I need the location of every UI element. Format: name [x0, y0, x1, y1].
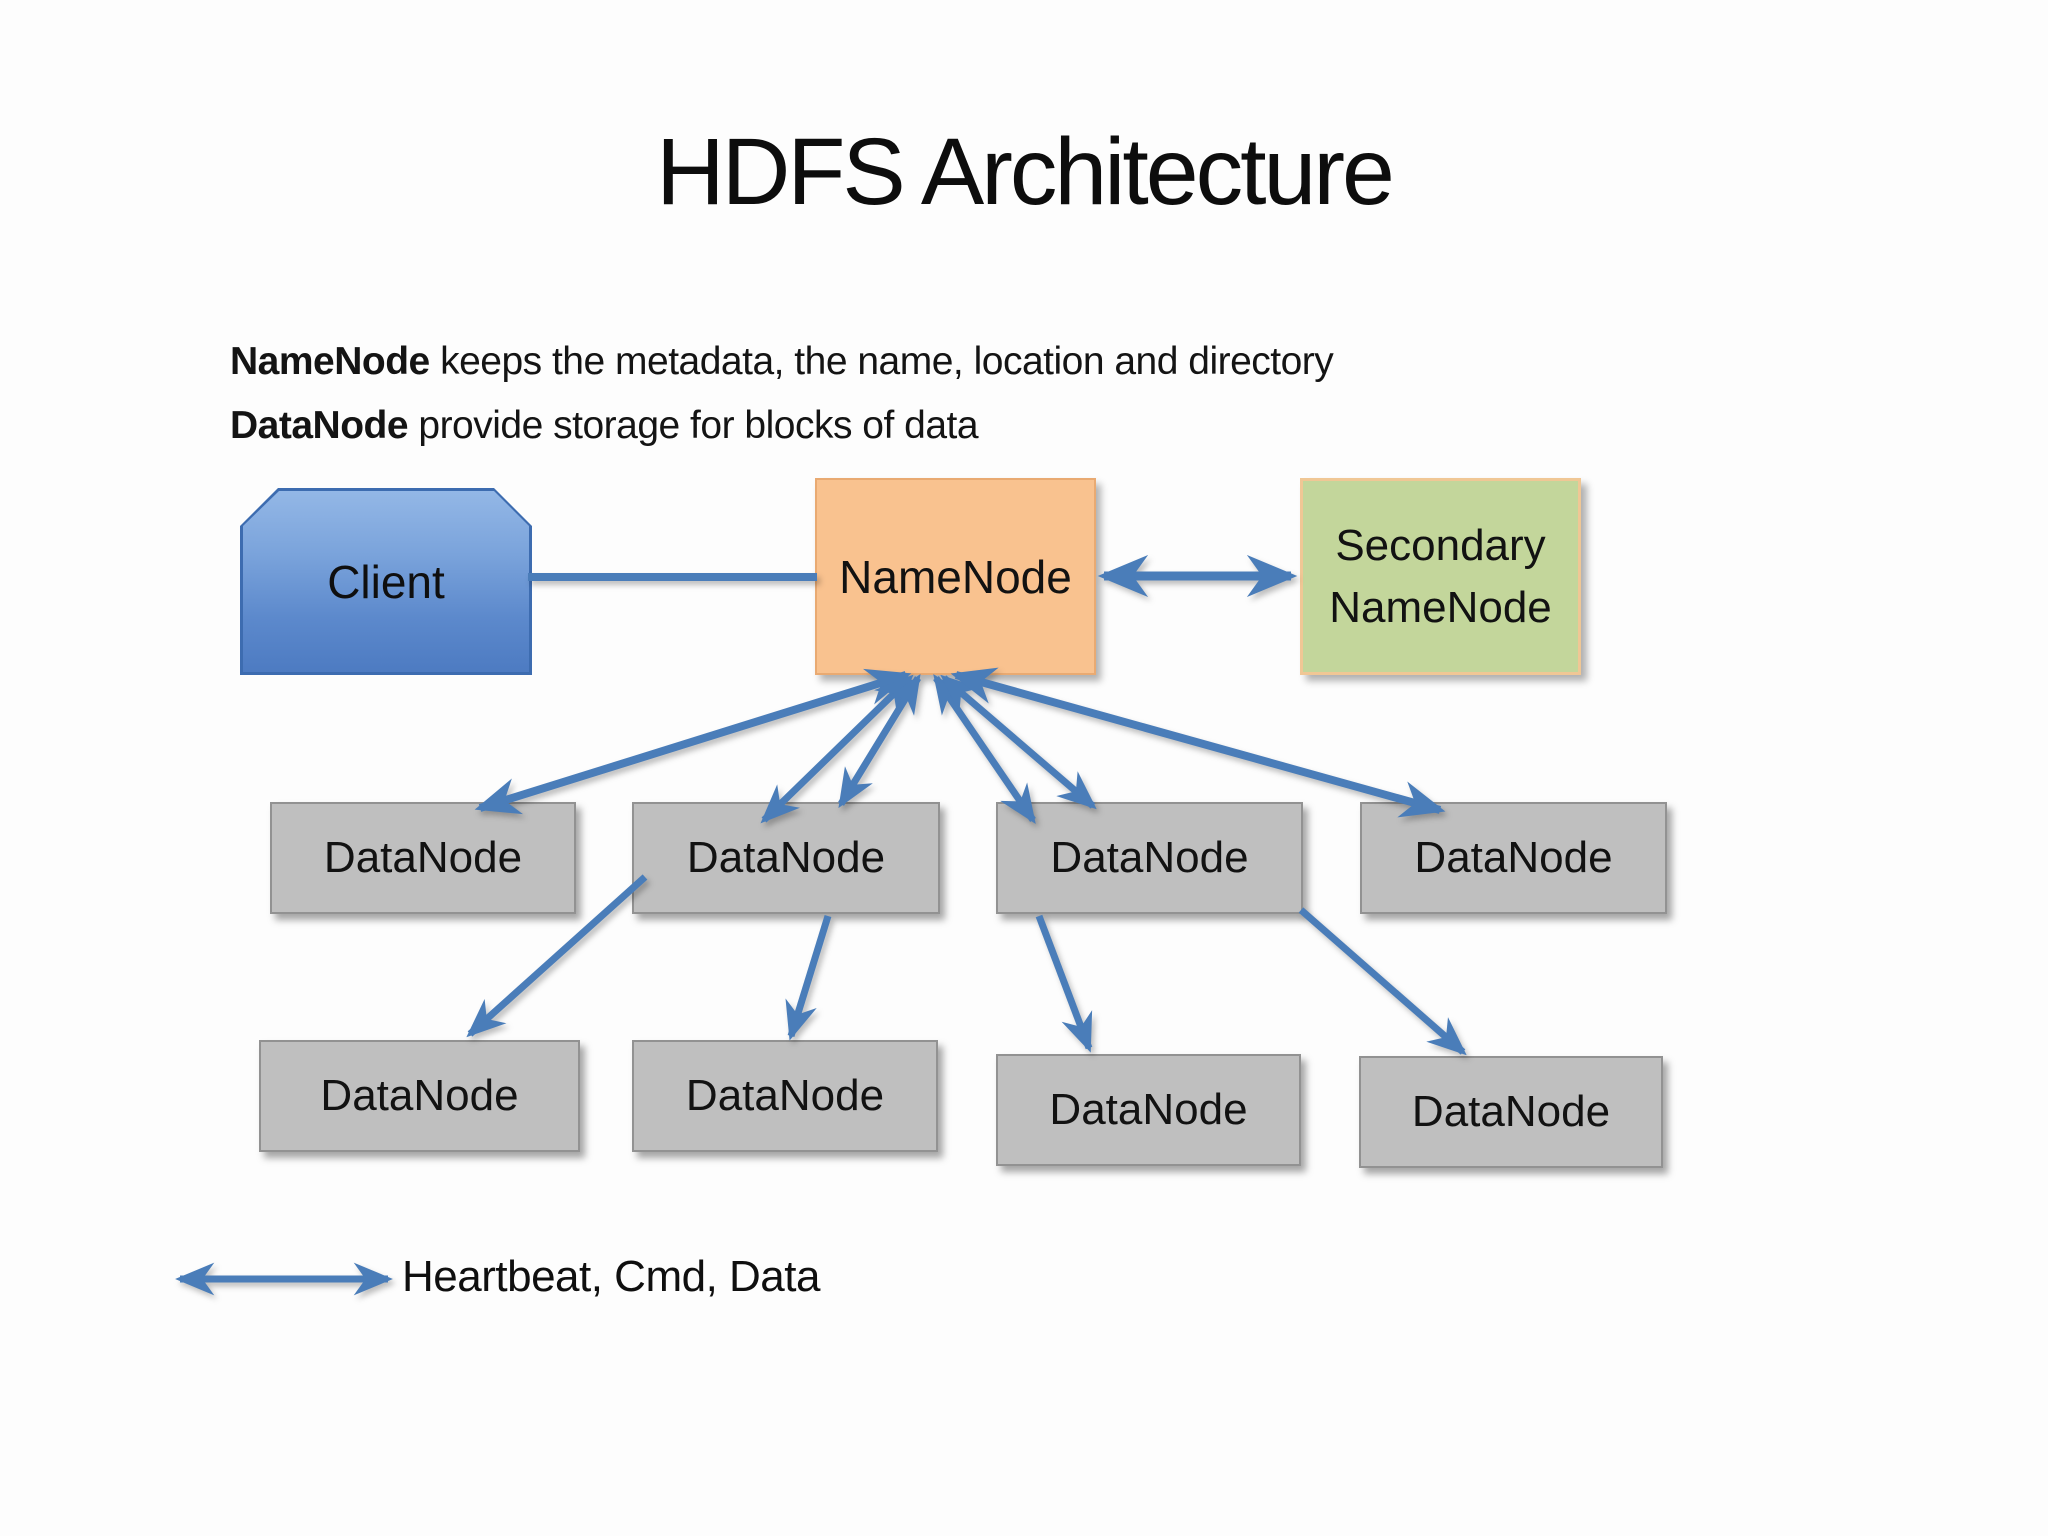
edge-namenode-datanode4: [950, 667, 1446, 818]
datanode-row1-2: DataNode: [632, 802, 940, 914]
datanode-row1-3-label: DataNode: [1050, 833, 1249, 882]
description-line-1-rest: keeps the metadata, the name, location a…: [429, 340, 1334, 383]
edge-namenode-datanode1: [474, 668, 912, 815]
datanode-row1-4-label: DataNode: [1414, 833, 1613, 882]
datanode-row1-2-label: DataNode: [686, 833, 886, 882]
namenode-term: NameNode: [230, 340, 430, 383]
datanode-row2-3: DataNode: [996, 1054, 1301, 1166]
datanode-row1-4: DataNode: [1360, 802, 1667, 914]
namenode-node-label: NameNode: [839, 550, 1072, 603]
secondary-namenode-node: Secondary NameNode: [1300, 478, 1581, 675]
datanode-row2-2-label: DataNode: [685, 1071, 885, 1120]
datanode-term: DataNode: [230, 404, 409, 447]
datanode-row2-4-label: DataNode: [1411, 1087, 1611, 1136]
edge-namenode-datanode3-a: [933, 673, 1036, 825]
datanode-row2-1: DataNode: [259, 1040, 580, 1152]
namenode-node: NameNode: [815, 478, 1096, 675]
datanode-row2-2: DataNode: [632, 1040, 938, 1152]
datanode-row2-1-label: DataNode: [320, 1071, 519, 1120]
description-line-2-rest: provide storage for blocks of data: [408, 404, 979, 447]
datanode-row1-3: DataNode: [996, 802, 1303, 914]
edge-namenode-datanode2-a: [760, 674, 914, 824]
edge-datanode3-datanode8: [1298, 907, 1467, 1056]
client-node-label: Client: [243, 491, 529, 672]
datanode-row2-3-label: DataNode: [1049, 1085, 1248, 1134]
edge-namenode-datanode2-b: [838, 673, 921, 809]
datanode-row2-4: DataNode: [1359, 1056, 1663, 1168]
edge-datanode2-datanode6: [785, 914, 832, 1041]
description-text: NameNode keeps the metadata, the name, l…: [230, 330, 1334, 458]
datanode-row1-1: DataNode: [270, 802, 576, 914]
client-node: Client: [240, 488, 532, 675]
edge-datanode3-datanode7: [1035, 914, 1093, 1053]
legend-label: Heartbeat, Cmd, Data: [402, 1252, 820, 1301]
secondary-namenode-label-line2: NameNode: [1329, 582, 1552, 632]
description-line-1: NameNode keeps the metadata, the name, l…: [230, 330, 1334, 394]
edge-namenode-datanode3-b: [940, 674, 1097, 810]
page-title: HDFS Architecture: [656, 119, 1395, 225]
description-line-2: DataNode provide storage for blocks of d…: [230, 394, 1333, 458]
secondary-namenode-label-line1: Secondary: [1335, 520, 1546, 570]
datanode-row1-1-label: DataNode: [323, 833, 523, 882]
